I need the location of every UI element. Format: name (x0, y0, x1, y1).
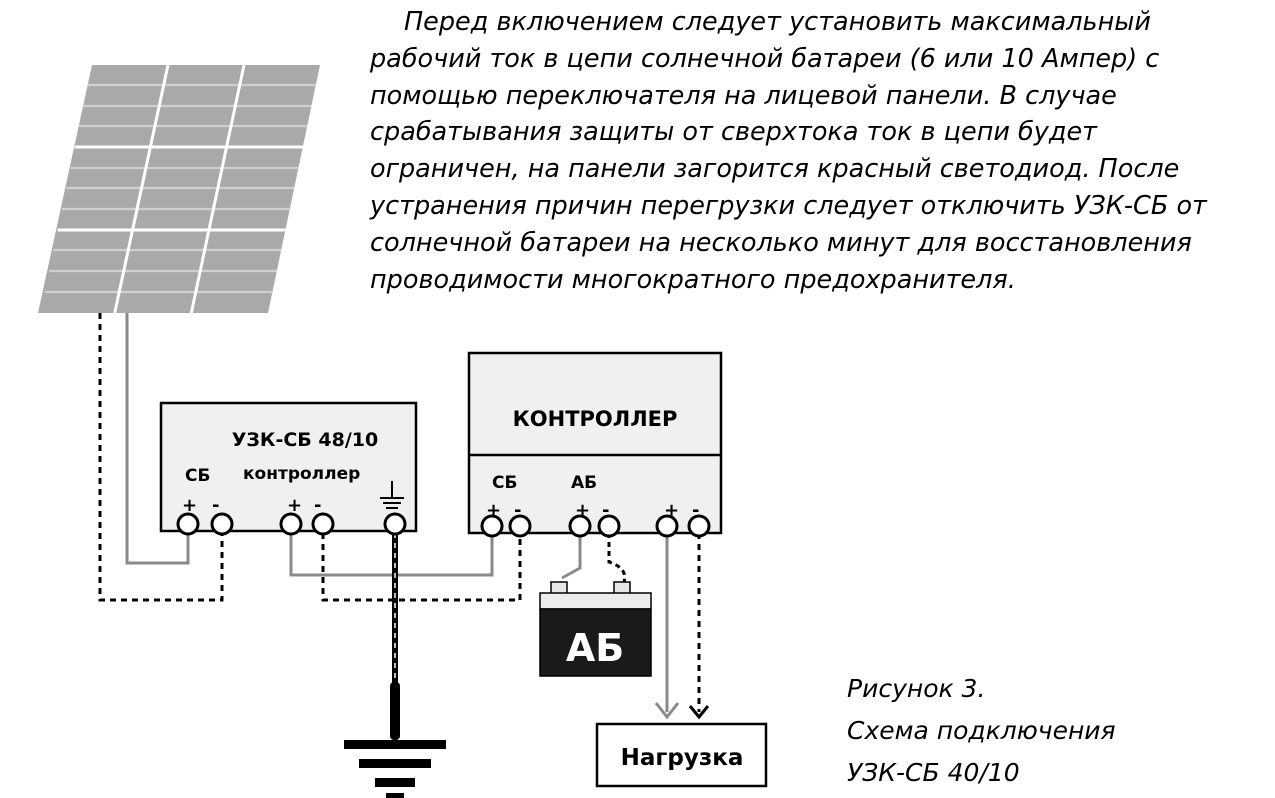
caption-line: Рисунок 3. (847, 674, 986, 703)
terminal-icon (687, 514, 711, 538)
controller-ab-minus: - (602, 500, 609, 521)
uzk-sb-label: СБ (185, 466, 210, 486)
battery-icon (539, 581, 652, 677)
terminal-icon (655, 514, 679, 538)
paragraph-line: солнечной батареи на несколько минут для… (370, 227, 1192, 258)
load-box (595, 722, 768, 788)
uzk-sb-plus: + (182, 495, 197, 516)
paragraph-line: рабочий ток в цепи солнечной батареи (6 … (370, 43, 1160, 74)
earth-ground-icon (344, 682, 446, 798)
wire-sb-minus (98, 313, 224, 602)
wire-ctrl-minus (321, 533, 522, 602)
terminal-icon (383, 512, 407, 536)
arrow-load-plus (654, 702, 680, 720)
paragraph-line: устранения причин перегрузки следует отк… (370, 190, 1207, 221)
controller-title: КОНТРОЛЛЕР (513, 407, 678, 431)
terminal-icon (568, 514, 592, 538)
controller-ab-label: АБ (571, 473, 597, 493)
paragraph-line: срабатывания защиты от сверхтока ток в ц… (370, 117, 1098, 148)
uzk-ctrl-plus: + (287, 495, 302, 516)
caption-line: Схема подключения (847, 716, 1116, 745)
terminal-icon (176, 512, 200, 536)
solar-panel-icon (38, 64, 320, 314)
paragraph-line: помощью переключателя на лицевой панели.… (370, 80, 1117, 111)
uzk-ctrl-minus: - (314, 495, 321, 516)
controller-sb-label: СБ (492, 473, 517, 493)
arrow-load-minus (688, 705, 710, 720)
uzk-controller-label: контроллер (243, 464, 360, 484)
wire-sb-plus (125, 313, 190, 565)
terminal-icon (480, 514, 504, 538)
figure-caption: Рисунок 3. Схема подключения УЗК-СБ 40/1… (847, 668, 1116, 794)
load-label: Нагрузка (621, 745, 744, 771)
terminal-icon (311, 512, 335, 536)
wire-ab-minus (607, 533, 627, 583)
terminal-icon (597, 514, 621, 538)
controller-load-minus: - (692, 500, 699, 521)
controller-sb-minus: - (514, 500, 521, 521)
terminal-icon (210, 512, 234, 536)
paragraph-line: Перед включением следует установить макс… (404, 7, 1151, 37)
paragraph-line: проводимости многократного предохранител… (370, 264, 1016, 295)
paragraph-line: ограничен, на панели загорится красный с… (370, 154, 1180, 185)
uzk-box (159, 401, 418, 533)
wire-ctrl-plus (289, 533, 494, 577)
wire-ab-plus (561, 533, 582, 580)
controller-box (467, 351, 723, 535)
terminal-icon (508, 514, 532, 538)
ground-symbol-icon (380, 481, 404, 509)
uzk-sb-minus: - (212, 495, 219, 516)
uzk-title: УЗК-СБ 48/10 (232, 429, 378, 451)
caption-line: УЗК-СБ 40/10 (847, 758, 1020, 787)
instruction-paragraph: Перед включением следует установить макс… (370, 4, 1275, 298)
terminal-icon (279, 512, 303, 536)
terminals (176, 512, 711, 538)
battery-label: АБ (566, 626, 624, 670)
